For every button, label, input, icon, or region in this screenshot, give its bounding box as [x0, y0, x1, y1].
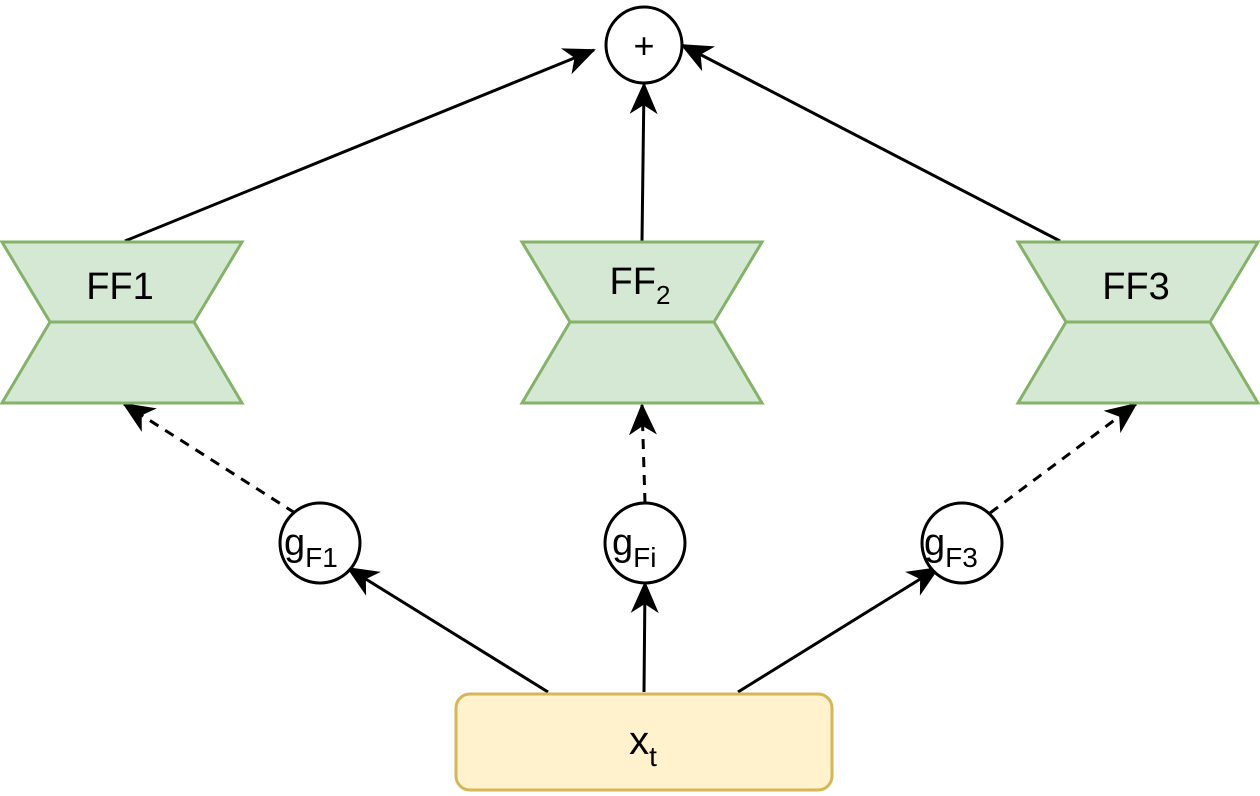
edge-input-to-gate2 — [630, 581, 659, 693]
gate-node-2-label: gFi — [612, 522, 656, 573]
ff-block-3: FF3 — [1015, 240, 1260, 405]
edge-gate2-to-ff2 — [628, 403, 657, 504]
ff-block-2: FF2 — [519, 240, 765, 405]
edge-ff3-to-sum — [680, 43, 1061, 243]
edge-ff1-to-sum — [124, 48, 596, 243]
ff-block-2-label: FF2 — [610, 261, 671, 310]
sum-node-label: + — [633, 25, 654, 66]
edge-gate3-to-ff3 — [989, 402, 1138, 515]
edge-input-to-gate1 — [346, 566, 549, 694]
sum-node: + — [604, 5, 684, 85]
edge-ff2-to-sum — [629, 82, 658, 242]
input-node-label: xt — [629, 719, 657, 772]
ff-block-1-label: FF1 — [86, 266, 154, 308]
gate-node-3: gF3 — [920, 501, 1004, 585]
ff-block-3-label: FF3 — [1102, 266, 1170, 308]
gate-node-1-label: gF1 — [284, 522, 338, 573]
gate-node-3-label: gF3 — [924, 522, 978, 573]
edge-gate1-to-ff1 — [122, 402, 296, 515]
edge-input-to-gate3 — [737, 566, 940, 694]
gate-node-1: gF1 — [278, 501, 362, 585]
input-node: xt — [454, 692, 834, 792]
gate-node-2: gFi — [603, 501, 687, 585]
ff-block-1: FF1 — [0, 240, 245, 405]
